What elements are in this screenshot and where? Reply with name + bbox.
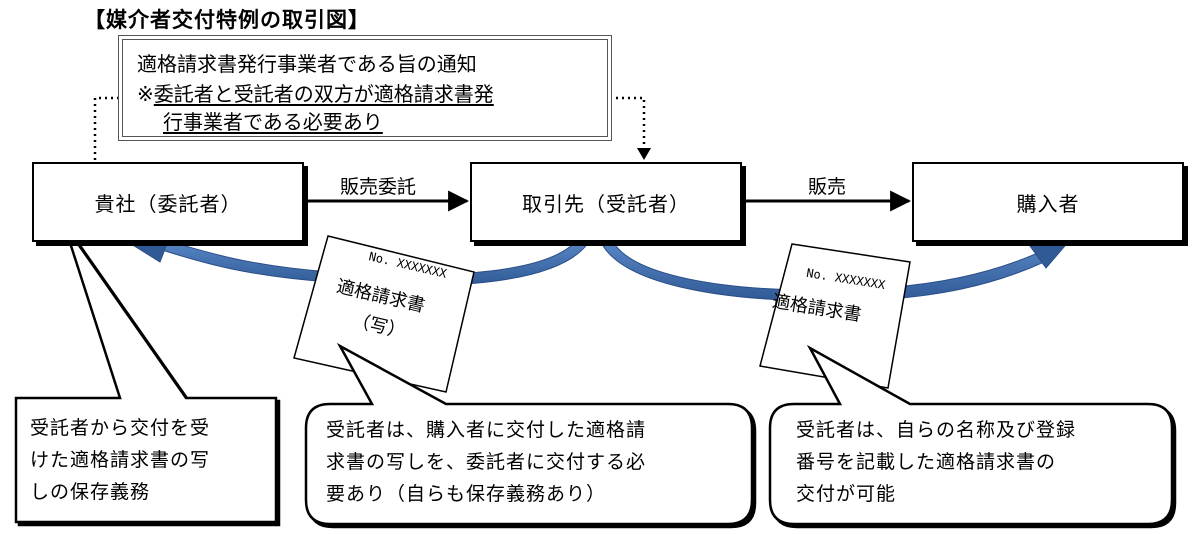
notification-dotted-lines	[93, 96, 651, 160]
consignment-label: 販売委託	[340, 176, 417, 198]
notification-box: 適格請求書発行事業者である旨の通知 ※委託者と受託者の双方が適格請求書発 行事業…	[122, 39, 608, 137]
notice-line-1: 適格請求書発行事業者である旨の通知	[137, 52, 477, 76]
callout-buyer-text: 受託者は、自らの名称及び登録 番号を記載した適格請求書の 交付が可能	[796, 414, 1076, 510]
callout-agent-line: 要あり（自らも保存義務あり）	[326, 483, 607, 505]
callout-entrustor-text: 受託者から交付を受 けた適格請求書の写 しの保存義務	[30, 412, 210, 508]
sale-label: 販売	[808, 176, 847, 198]
callout-agent-line: 求書の写しを、委託者に交付する必	[326, 451, 647, 473]
invoice-document	[759, 243, 911, 389]
agent-box: 取引先（受託者）	[470, 162, 742, 242]
diagram-title: 【媒介者交付特例の取引図】	[84, 8, 370, 32]
callout-buyer-line: 番号を記載した適格請求書の	[796, 451, 1057, 473]
callout-buyer-bubble	[768, 344, 1174, 526]
callout-entrustor-line: けた適格請求書の写	[30, 449, 211, 471]
callout-agent-line: 受託者は、購入者に交付した適格請	[326, 419, 647, 441]
callout-buyer-line: 交付が可能	[796, 483, 897, 505]
buyer-box: 購入者	[912, 162, 1184, 242]
invoice-copy-document	[293, 235, 475, 393]
callout-agent-text: 受託者は、購入者に交付した適格請 求書の写しを、委託者に交付する必 要あり（自ら…	[326, 414, 646, 510]
notice-line-2-text: 委託者と受託者の双方が適格請求書発	[153, 82, 494, 106]
callout-entrustor-line: 受託者から交付を受	[30, 417, 211, 439]
notice-line-2: ※委託者と受託者の双方が適格請求書発	[137, 78, 494, 107]
entrustor-box: 貴社（委託者）	[32, 162, 304, 242]
callout-agent-bubble	[304, 342, 754, 526]
reference-mark: ※	[137, 82, 154, 106]
callout-buyer-line: 受託者は、自らの名称及び登録	[796, 419, 1077, 441]
callout-entrustor-bubble	[14, 223, 278, 524]
callout-entrustor-line: しの保存義務	[30, 481, 151, 503]
invoice-delivery-curved-arrow	[599, 239, 1072, 302]
notice-line-3: 行事業者である必要あり	[163, 110, 383, 134]
